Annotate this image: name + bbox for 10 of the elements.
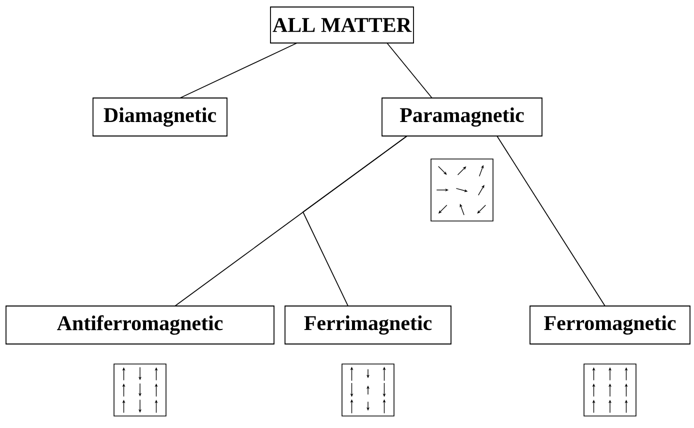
connector-line [180, 42, 298, 98]
category-box: Ferrimagnetic [284, 306, 452, 344]
connector-line [302, 136, 408, 306]
category-box: ALL MATTER [270, 6, 414, 44]
category-box: Antiferromagnetic [6, 306, 274, 344]
category-box: Ferromagnetic [530, 306, 690, 344]
connector-line [496, 136, 606, 306]
connector-line [386, 42, 432, 98]
category-box: Paramagnetic [382, 98, 542, 136]
category-box: Diamagnetic [92, 98, 228, 136]
